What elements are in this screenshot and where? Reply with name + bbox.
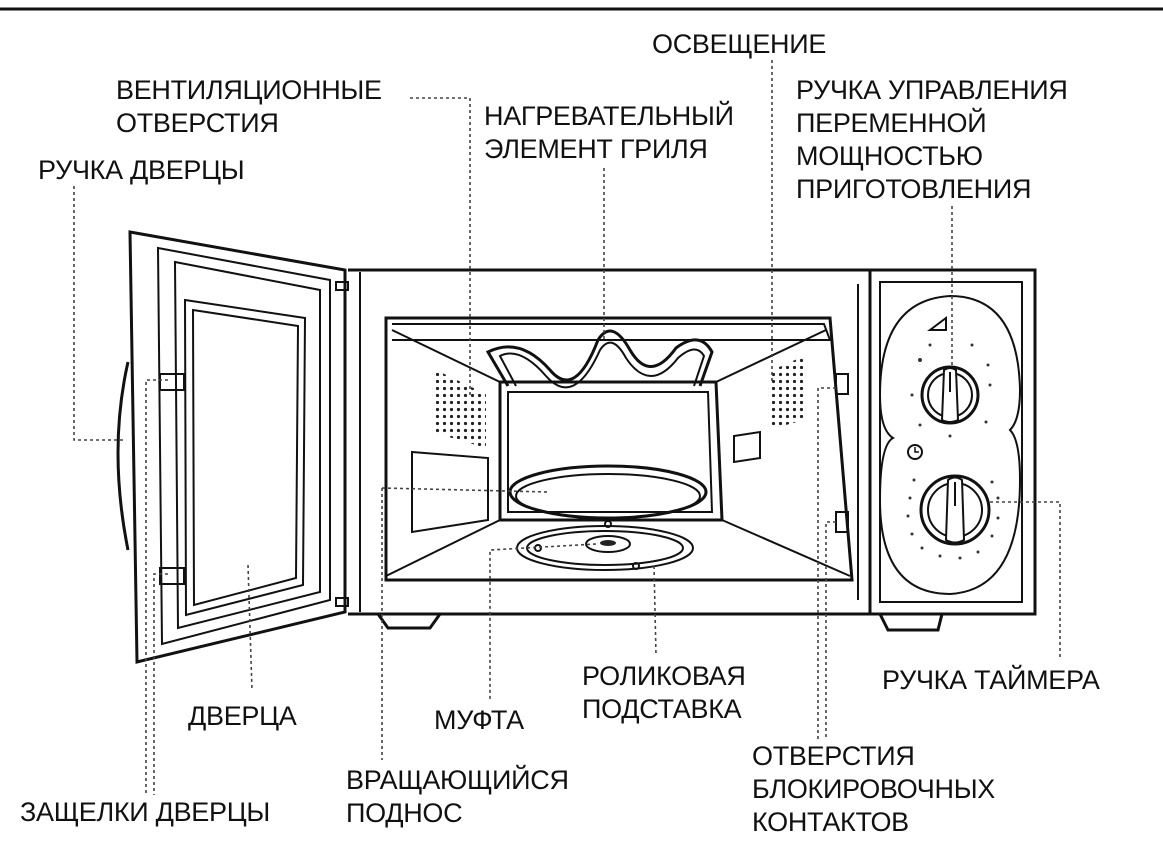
power-knob bbox=[920, 365, 980, 425]
left-vent-holes bbox=[432, 368, 486, 448]
door-handle bbox=[116, 361, 130, 551]
label-lighting: ОСВЕЩЕНИЕ bbox=[652, 29, 827, 59]
clock-icon bbox=[907, 444, 923, 460]
power-level-icon bbox=[927, 316, 947, 331]
door bbox=[128, 230, 349, 664]
oven-cavity bbox=[384, 316, 854, 582]
timer-knob bbox=[919, 474, 991, 546]
coupler bbox=[585, 535, 631, 553]
label-power-knob: РУЧКА УПРАВЛЕНИЯ ПЕРЕМЕННОЙ МОЩНОСТЬЮ ПР… bbox=[796, 75, 1068, 204]
label-door-handle: РУЧКА ДВЕРЦЫ bbox=[38, 155, 245, 185]
upper-door-latch bbox=[159, 373, 185, 391]
label-timer-knob: РУЧКА ТАЙМЕРА bbox=[882, 665, 1100, 695]
upper-interlock-hole bbox=[835, 373, 849, 395]
label-coupler: МУФТА bbox=[434, 705, 524, 735]
control-panel bbox=[870, 268, 1037, 616]
label-turntable: ВРАЩАЮЩИЙСЯ ПОДНОС bbox=[346, 765, 569, 828]
label-door-latches: ЗАЩЕЛКИ ДВЕРЦЫ bbox=[20, 797, 270, 827]
label-roller-ring: РОЛИКОВАЯ ПОДСТАВКА bbox=[582, 661, 746, 724]
leader-lines bbox=[73, 60, 1061, 795]
label-interlock-holes: ОТВЕРСТИЯ БЛОКИРОВОЧНЫХ КОНТАКТОВ bbox=[752, 741, 996, 837]
label-door: ДВЕРЦА bbox=[188, 701, 297, 731]
roller-ring bbox=[516, 525, 694, 571]
lower-door-latch bbox=[159, 567, 185, 585]
right-vent-holes bbox=[768, 356, 804, 430]
microwave-body bbox=[348, 268, 944, 632]
grill-heating-element bbox=[485, 329, 714, 387]
label-grill-heating-element: НАГРЕВАТЕЛЬНЫЙ ЭЛЕМЕНТ ГРИЛЯ bbox=[484, 101, 734, 164]
label-ventilation-openings: ВЕНТИЛЯЦИОННЫЕ ОТВЕРСТИЯ bbox=[116, 75, 382, 138]
